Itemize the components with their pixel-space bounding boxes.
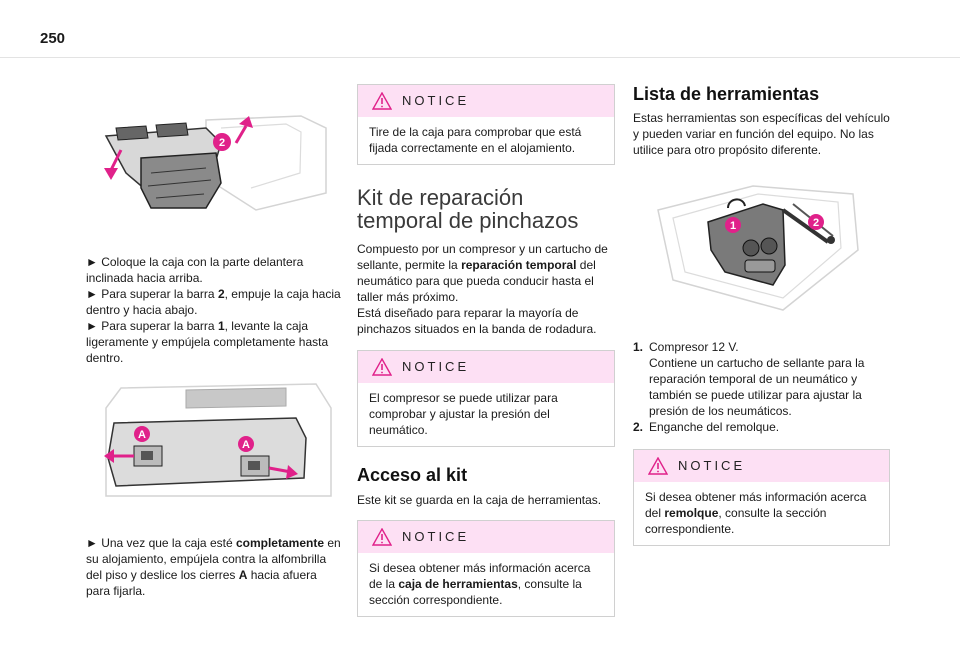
item-number: 2. [633,420,644,434]
notice-header: NOTICE [358,521,614,553]
text-run: , empuje la caja hacia dentro y hacia ab… [86,287,341,317]
text-run: Compuesto por un compresor y un cartucho… [357,242,608,272]
bold-text: reparación temporal [461,258,577,272]
section-heading-kit: Kit de reparación temporal de pinchazos [357,185,579,233]
warning-icon [372,92,392,110]
notice-box-4: NOTICE Si desea obtener más información … [633,449,890,546]
tools-list: 1. Compresor 12 V. Contiene un cartucho … [633,339,890,435]
item-title: Compresor 12 V. [649,340,739,354]
header-divider [0,57,960,58]
section-heading-access: Acceso al kit [357,465,468,485]
notice-box-2: NOTICE El compresor se puede utilizar pa… [357,350,615,447]
latch-illustration: A A [104,383,332,497]
notice-label: NOTICE [402,359,470,374]
kit-paragraph-2: Está diseñado para reparar la mayoría de… [357,305,615,337]
callout-1: 1 [730,220,736,232]
notice-header: NOTICE [358,351,614,383]
notice-text: Si desea obtener más información acerca … [358,553,614,616]
text-run: , consulte la sección correspondiente. [369,577,582,607]
bold-text: A [238,568,248,582]
section-heading-tools: Lista de herramientas [633,84,820,104]
text-run: ► Una vez que la caja esté [86,536,236,550]
warning-icon [372,358,392,376]
text-run: ► Coloque la caja con la parte delantera… [86,255,304,285]
text-run: Si desea obtener más información acerca … [369,561,591,591]
column-left: 2 ► Coloque la caja con la parte delante… [86,98,341,599]
text-run: del neumático para que pueda conducir ha… [357,258,596,304]
callout-2: 2 [219,137,225,149]
text-run: Está diseñado para reparar la mayoría de… [357,306,597,336]
notice-box-3: NOTICE Si desea obtener más información … [357,520,615,617]
column-right: Lista de herramientas Estas herramientas… [633,84,890,546]
item-number: 1. [633,340,644,354]
text-run: El compresor se puede utilizar para comp… [369,391,558,437]
bold-text: 1 [217,319,225,333]
kit-description: Compuesto por un compresor y un cartucho… [357,241,615,337]
notice-header: NOTICE [358,85,614,117]
text-run: , consulte la sección correspondiente. [645,506,827,536]
text-run: hacia afuera para fijarla. [86,568,317,598]
callout-a-left: A [138,429,146,441]
kit-paragraph-1: Compuesto por un compresor y un cartucho… [357,241,615,305]
item-description: Contiene un cartucho de sellante para la… [649,356,865,418]
instruction-1: ► Coloque la caja con la parte delantera… [86,254,341,286]
instruction-4: ► Una vez que la caja esté completamente… [86,535,341,599]
item-title: Enganche del remolque. [649,420,780,434]
text-run: Tire de la caja para comprobar que está … [369,125,582,155]
list-item: 1. Compresor 12 V. Contiene un cartucho … [633,339,890,419]
column-middle: NOTICE Tire de la caja para comprobar qu… [357,84,615,617]
text-run: , levante la caja ligeramente y empújela… [86,319,329,365]
warning-icon [648,457,668,475]
page-number: 250 [40,30,66,47]
list-item: 2. Enganche del remolque. [633,419,890,435]
warning-icon [372,528,392,546]
bold-text: 2 [217,287,225,301]
access-text: Este kit se guarda en la caja de herrami… [357,493,602,507]
notice-text: Si desea obtener más información acerca … [634,482,889,545]
bold-text: caja de herramientas [398,577,518,591]
tools-intro: Estas herramientas son específicas del v… [633,111,890,157]
bold-text: completamente [235,536,324,550]
notice-label: NOTICE [402,529,470,544]
text-run: en su alojamiento, empújela contra la al… [86,536,341,582]
instructions-block-1: ► Coloque la caja con la parte delantera… [86,254,341,366]
text-run: ► Para superar la barra [86,287,218,301]
tool-kit-illustration: 1 2 [657,185,859,311]
text-run: ► Para superar la barra [86,319,218,333]
text-run: Si desea obtener más información acerca … [645,490,867,520]
instructions-block-2: ► Una vez que la caja esté completamente… [86,535,341,599]
bold-text: remolque [664,506,719,520]
notice-text: Tire de la caja para comprobar que está … [358,117,614,164]
instruction-3: ► Para superar la barra 1, levante la ca… [86,318,341,366]
notice-label: NOTICE [678,458,746,473]
notice-label: NOTICE [402,93,470,108]
notice-text: El compresor se puede utilizar para comp… [358,383,614,446]
callout-2: 2 [813,217,819,229]
instruction-2: ► Para superar la barra 2, empuje la caj… [86,286,341,318]
notice-box-1: NOTICE Tire de la caja para comprobar qu… [357,84,615,165]
notice-header: NOTICE [634,450,889,482]
callout-a-right: A [242,439,250,451]
toolbox-insert-illustration: 2 [104,115,327,211]
